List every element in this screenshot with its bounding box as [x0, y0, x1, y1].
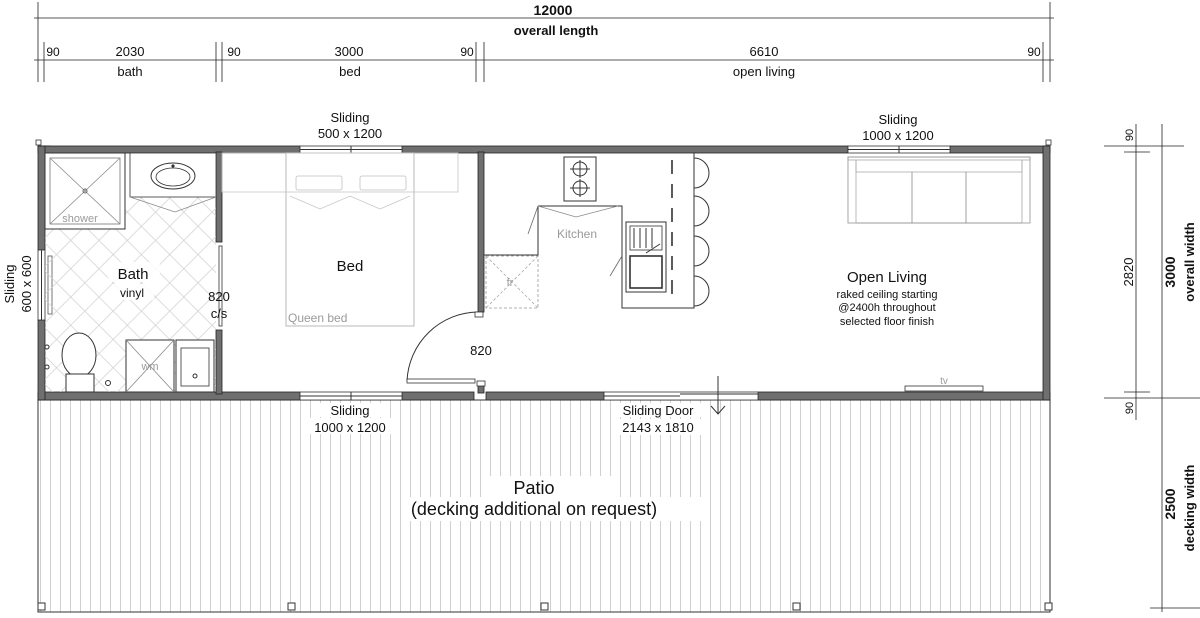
bath-door-width: 820: [208, 289, 230, 304]
decking-width-value: 2500: [1162, 488, 1178, 519]
island-bench: [671, 157, 710, 307]
kitchen-label: Kitchen: [557, 227, 597, 241]
washing-machine: wm: [125, 339, 175, 393]
bed-title: Bed: [337, 258, 364, 275]
kitchen-sink: [625, 221, 667, 293]
sliding-door: Sliding Door 2143 x 1810: [603, 376, 759, 435]
bath-door-type: c/s: [211, 306, 228, 321]
zone-bed: bed: [339, 64, 361, 79]
laundry-tub: [175, 339, 215, 393]
patio-note: (decking additional on request): [411, 499, 657, 519]
overall-width-label: overall width: [1182, 222, 1197, 302]
vanity-basin: [129, 152, 217, 213]
washing-machine-label: wm: [140, 361, 158, 373]
window-bath-side-name: Sliding: [2, 264, 17, 303]
window-bed-bottom-name: Sliding: [330, 403, 369, 418]
decking-width-label: decking width: [1182, 465, 1197, 552]
tv-label: tv: [940, 376, 948, 387]
seg-bath: 2030: [116, 44, 145, 59]
kitchen: fr Kitchen: [484, 153, 710, 309]
living-title: Open Living: [847, 269, 927, 286]
window-bed-top-name: Sliding: [330, 110, 369, 125]
window-living-top-size: 1000 x 1200: [862, 128, 934, 143]
right-dimensions: 90 2820 90 3000 overall width 2500 decki…: [1104, 124, 1200, 612]
tv: tv: [904, 376, 984, 392]
window-bath-side: Sliding 600 x 600: [2, 249, 53, 321]
sofa: [847, 156, 1031, 224]
wall-bottom-dim: 90: [1124, 402, 1136, 414]
seg-bed: 3000: [335, 44, 364, 59]
window-living-top: Sliding 1000 x 1200: [847, 112, 951, 154]
fridge: fr: [485, 255, 539, 309]
bedroom: Queen bed Bed 820: [221, 152, 492, 387]
seg-wall-4: 90: [1027, 45, 1041, 59]
top-dimensions: 12000 overall length 90 2030 90 3000 90 …: [34, 2, 1054, 82]
sliding-door-size: 2143 x 1810: [622, 420, 694, 435]
patio-decking: Patio (decking additional on request): [37, 399, 1053, 613]
bed-door: [406, 311, 486, 387]
bath-cavity-door: [218, 245, 223, 327]
window-bed-bottom: Sliding 1000 x 1200: [299, 391, 403, 435]
seg-wall-2: 90: [227, 45, 241, 59]
bath-finish: vinyl: [120, 286, 144, 300]
queen-bed: Queen bed: [221, 152, 459, 327]
zone-open-living: open living: [733, 64, 795, 79]
seg-wall-3: 90: [460, 45, 474, 59]
window-bed-bottom-size: 1000 x 1200: [314, 420, 386, 435]
window-bed-top: Sliding 500 x 1200: [299, 110, 403, 154]
window-living-top-name: Sliding: [878, 112, 917, 127]
wall-top-dim: 90: [1124, 129, 1136, 141]
window-bath-side-size: 600 x 600: [19, 255, 34, 312]
overall-length-label: overall length: [514, 23, 599, 38]
seg-living: 6610: [750, 44, 779, 59]
overall-length-value: 12000: [534, 2, 573, 18]
living-note-2: @2400h throughout: [838, 302, 935, 314]
bathroom: shower wm: [44, 152, 230, 393]
shower: shower: [44, 152, 126, 230]
window-bed-top-size: 500 x 1200: [318, 126, 382, 141]
interior-width-dim: 2820: [1121, 258, 1136, 287]
zone-bath: bath: [117, 64, 142, 79]
toilet: [44, 332, 111, 393]
overall-width-value: 3000: [1162, 256, 1178, 287]
queen-bed-label: Queen bed: [288, 311, 347, 325]
sliding-door-name: Sliding Door: [623, 403, 694, 418]
open-living: Open Living raked ceiling starting @2400…: [837, 156, 1031, 392]
seg-wall-1: 90: [46, 45, 60, 59]
living-note-3: selected floor finish: [840, 316, 934, 328]
shower-label: shower: [62, 213, 98, 225]
patio-title: Patio: [513, 478, 554, 498]
walls: [35, 139, 1052, 401]
fridge-label: fr: [507, 277, 514, 289]
living-note-1: raked ceiling starting: [837, 289, 938, 301]
bed-door-width: 820: [470, 343, 492, 358]
bath-title: Bath: [118, 266, 149, 283]
